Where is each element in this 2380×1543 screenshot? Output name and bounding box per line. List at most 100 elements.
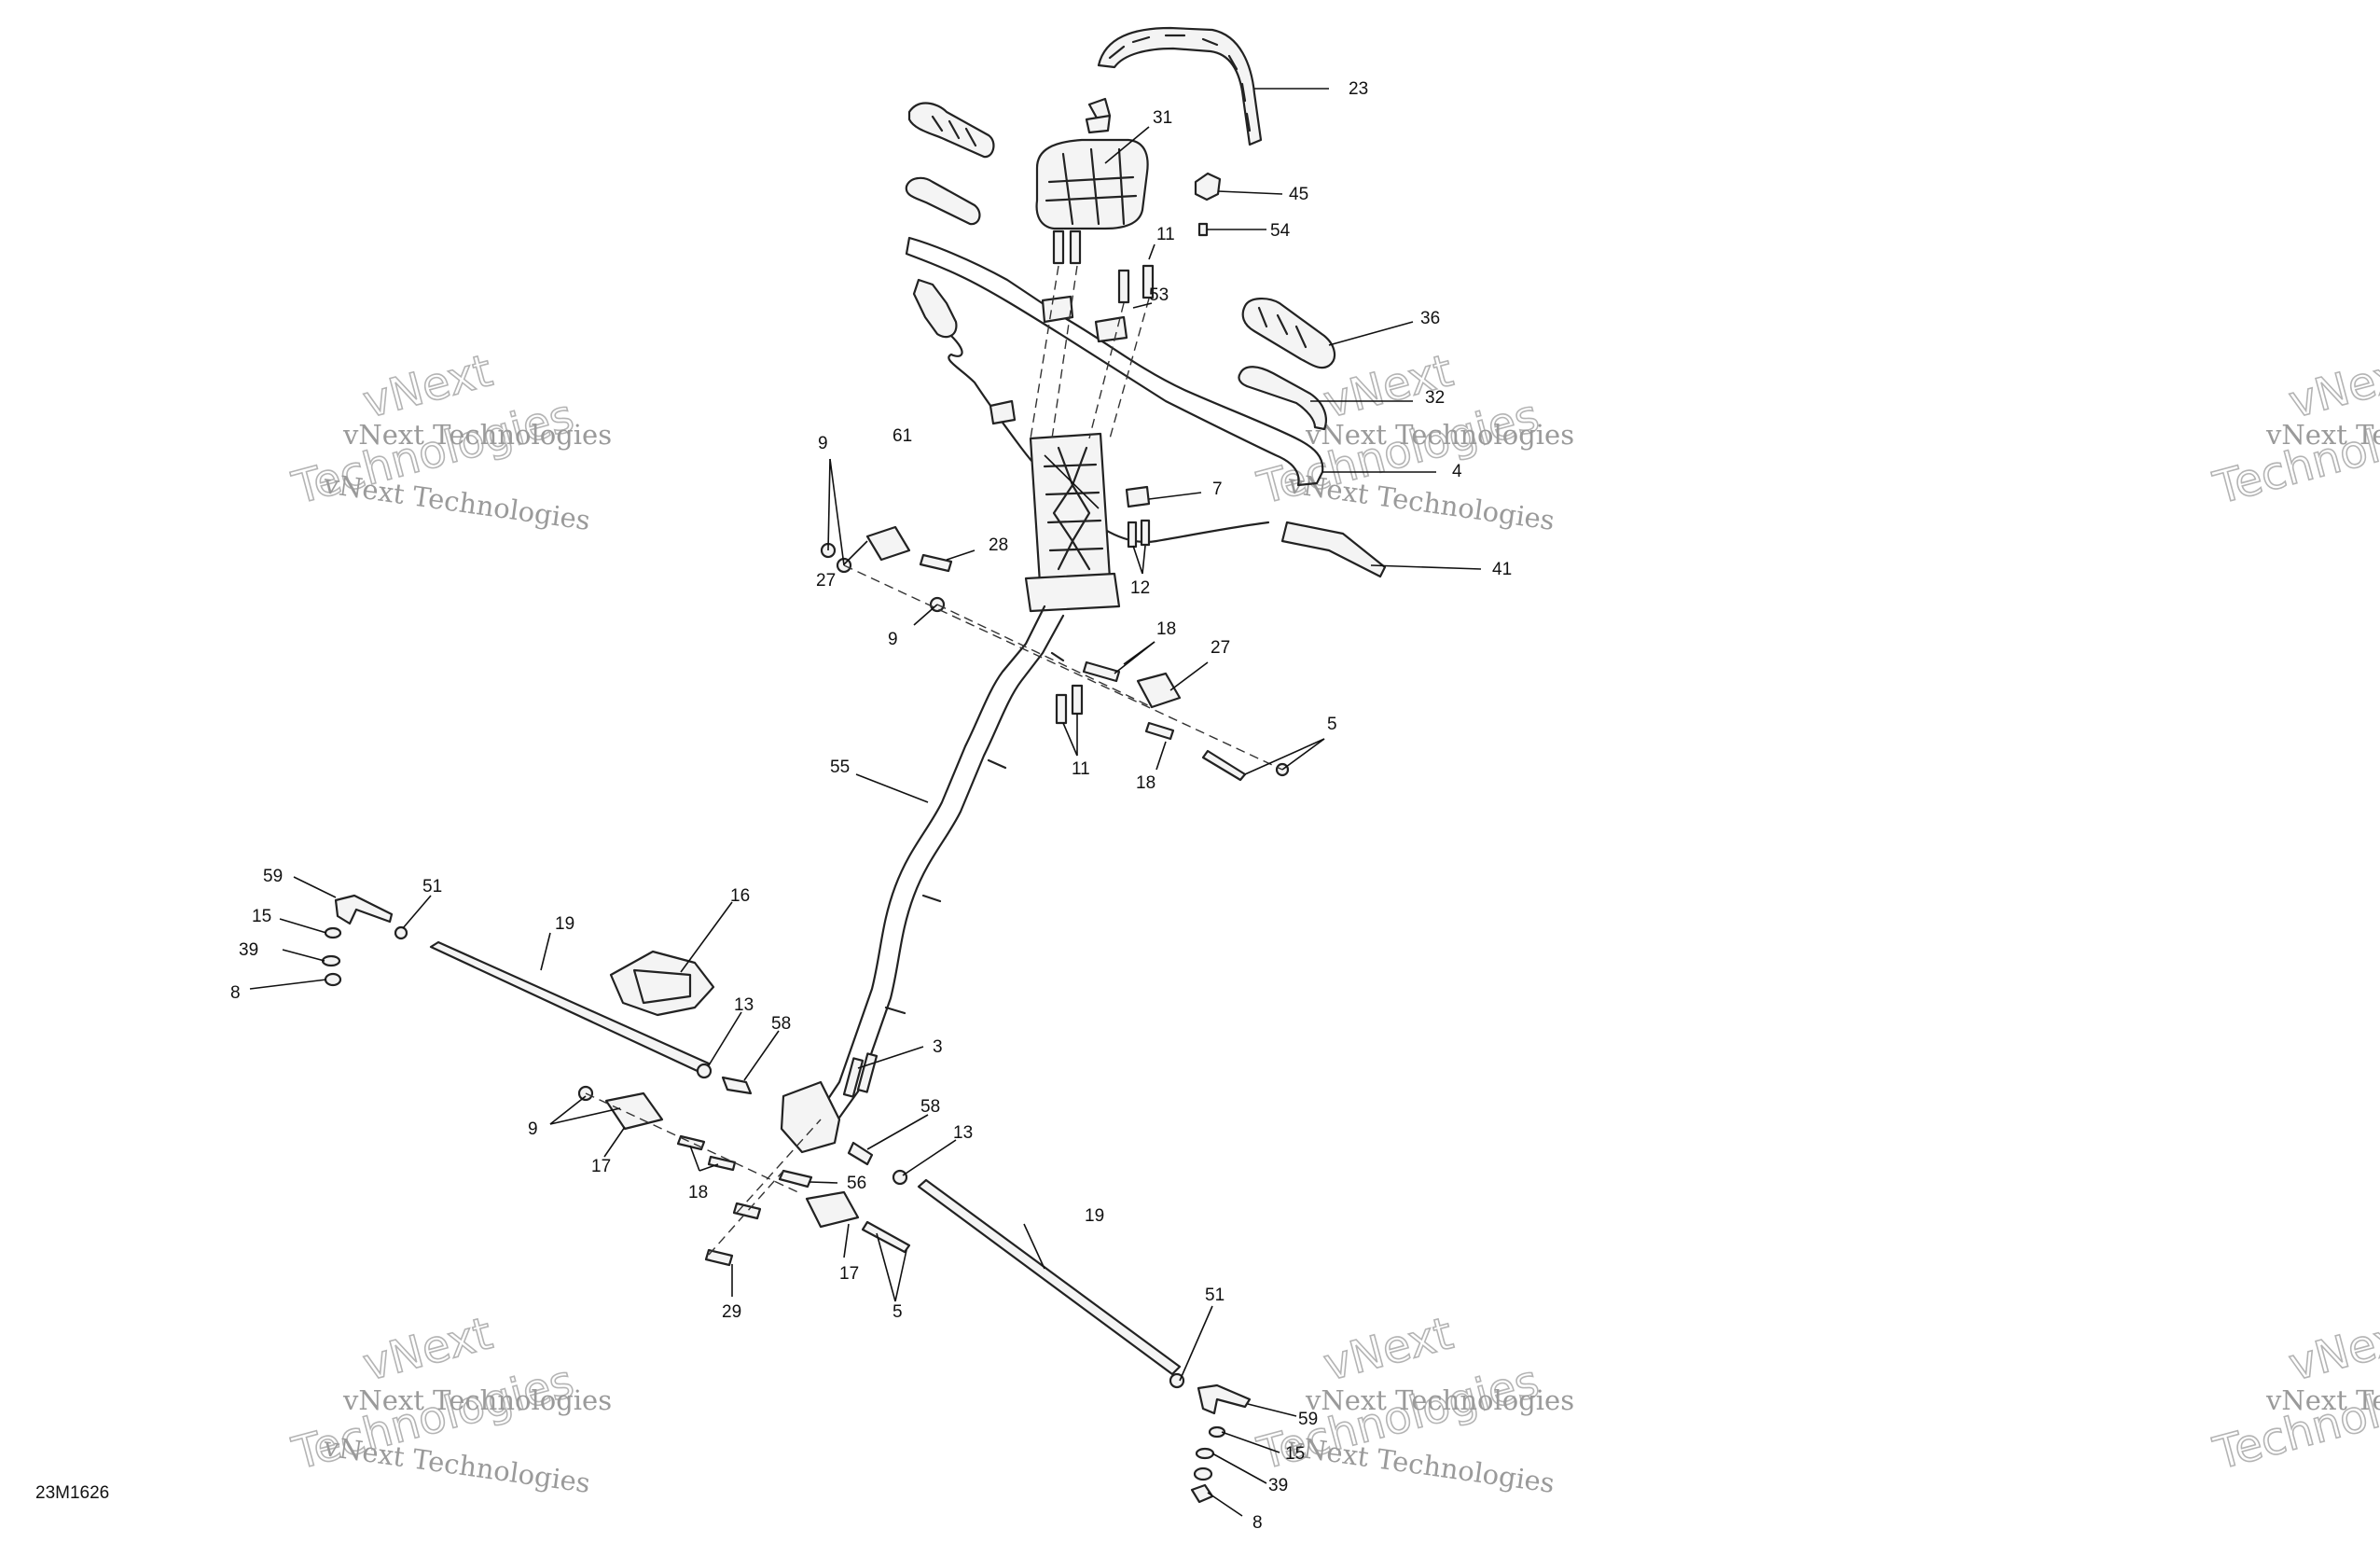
callout-8: 8 <box>230 983 241 1003</box>
callout-53: 53 <box>1149 285 1169 305</box>
callout-32: 32 <box>1425 388 1445 408</box>
part-pins-18-lower <box>676 1134 737 1172</box>
part-handlebar-pad <box>1035 97 1149 230</box>
callout-56: 56 <box>847 1174 866 1193</box>
part-nut-13-left <box>696 1063 713 1079</box>
part-clip-7 <box>1125 485 1151 508</box>
watermark-line-tilted: vNext Technologies <box>321 1430 592 1499</box>
part-bushing-27-right <box>1136 672 1182 709</box>
callout-7: 7 <box>1212 480 1223 499</box>
part-arm-17-right <box>805 1190 860 1229</box>
part-arm-17-left <box>604 1091 664 1131</box>
callout-54: 54 <box>1270 221 1291 241</box>
callout-51: 51 <box>1205 1286 1225 1305</box>
callout-59: 59 <box>263 867 283 886</box>
part-handlebar-tube <box>905 236 1324 487</box>
callout-11: 11 <box>1072 759 1090 779</box>
callout-27: 27 <box>1211 638 1230 658</box>
part-stud-58-right <box>847 1141 874 1166</box>
callout-15: 15 <box>252 907 271 926</box>
leader-lines <box>249 88 1482 1517</box>
callout-13: 13 <box>734 995 754 1015</box>
watermark-line: vNext Technologies <box>1305 419 1574 451</box>
watermark-word-vnext: vNext <box>2284 344 2380 428</box>
callout-16: 16 <box>730 886 750 906</box>
callout-5: 5 <box>1327 715 1337 734</box>
callout-55: 55 <box>830 758 850 777</box>
part-handlebar-end-right <box>1238 366 1327 431</box>
part-clamp-45 <box>1194 172 1222 202</box>
part-tie-rod-right <box>917 1178 1182 1376</box>
part-nut-51-right <box>1169 1372 1185 1389</box>
callout-31: 31 <box>1153 108 1172 128</box>
part-grip-left-lower <box>905 176 981 226</box>
callout-3: 3 <box>933 1037 943 1057</box>
part-bolts-5-lower <box>861 1220 911 1254</box>
callout-labels: 23 31 45 11 54 53 36 32 4 61 9 7 28 27 1… <box>230 79 1512 1533</box>
watermark-line-tilted: vNext Technologies <box>1285 467 1557 536</box>
part-bushing-56 <box>778 1169 813 1189</box>
callout-51: 51 <box>422 877 442 897</box>
part-stud-58-left <box>721 1076 753 1095</box>
watermark-line-tilted: vNext Technologies <box>1285 1430 1557 1499</box>
callout-36: 36 <box>1420 309 1440 328</box>
callout-39: 39 <box>239 940 258 960</box>
part-bolts-upper <box>1052 229 1155 304</box>
watermark-line: vNext Technologies <box>2265 1384 2380 1416</box>
watermark-line: vNext Technologies <box>342 1384 612 1416</box>
part-bolts-5-upper <box>1201 749 1290 782</box>
callout-15: 15 <box>1285 1444 1305 1464</box>
watermark-group-bottom-center: vNext Technologies vNext Technologies vN… <box>1252 1306 1574 1499</box>
callout-11: 11 <box>1156 225 1175 244</box>
callout-61: 61 <box>892 426 912 446</box>
part-clamp-53 <box>989 295 1128 425</box>
callout-29: 29 <box>722 1302 741 1322</box>
part-grip-left-upper <box>907 102 995 159</box>
part-cover-plate <box>609 950 715 1017</box>
callout-9: 9 <box>888 630 898 649</box>
part-tie-rod-end-left <box>321 894 408 987</box>
callout-5: 5 <box>892 1302 903 1322</box>
part-pins-18-upper <box>1082 660 1175 741</box>
callout-18: 18 <box>1156 619 1176 639</box>
callout-45: 45 <box>1289 185 1308 204</box>
part-brake-lever <box>1280 521 1387 578</box>
part-handlebar-strap <box>1097 26 1263 146</box>
part-grip-right <box>1241 298 1336 369</box>
part-screws-12 <box>1127 519 1151 549</box>
part-sleeve-28 <box>919 553 953 573</box>
watermark-group-bottom-left: vNext Technologies vNext Technologies vN… <box>286 1306 612 1499</box>
callout-9: 9 <box>818 434 828 453</box>
part-tie-rod-left <box>429 940 711 1075</box>
callout-58: 58 <box>920 1097 940 1117</box>
watermark-line: vNext Technologies <box>2265 419 2380 451</box>
watermark-line: vNext Technologies <box>342 419 612 451</box>
callout-58: 58 <box>771 1014 791 1034</box>
part-bolts-11-lower <box>1055 684 1084 725</box>
callout-41: 41 <box>1492 560 1512 579</box>
watermark-word-vnext: vNext <box>1319 1307 1459 1391</box>
part-steering-plate <box>1024 432 1121 613</box>
callout-19: 19 <box>1085 1206 1104 1226</box>
watermark-word-vnext: vNext <box>2284 1307 2380 1391</box>
watermark-line: vNext Technologies <box>1305 1384 1574 1416</box>
callout-18: 18 <box>1136 773 1155 793</box>
callout-4: 4 <box>1452 462 1462 481</box>
callout-28: 28 <box>989 535 1008 555</box>
part-nut-13-right <box>892 1169 908 1186</box>
part-bushing-27-left <box>865 525 911 562</box>
drawing-code: 23M1626 <box>35 1483 109 1503</box>
callout-12: 12 <box>1130 578 1150 598</box>
part-screw-54 <box>1197 222 1209 237</box>
alignment-lines <box>585 265 1283 1256</box>
watermark-group-top-right: vNext Technologies vNext Technologies <box>2207 343 2380 515</box>
part-spacer-29 <box>704 1202 762 1267</box>
callout-39: 39 <box>1268 1476 1288 1495</box>
callout-59: 59 <box>1298 1410 1318 1429</box>
callout-8: 8 <box>1252 1513 1263 1533</box>
callout-18: 18 <box>688 1183 708 1202</box>
callout-19: 19 <box>555 914 574 934</box>
part-tie-rod-end-right <box>1190 1383 1252 1504</box>
callout-17: 17 <box>591 1157 611 1176</box>
callout-27: 27 <box>816 571 836 591</box>
